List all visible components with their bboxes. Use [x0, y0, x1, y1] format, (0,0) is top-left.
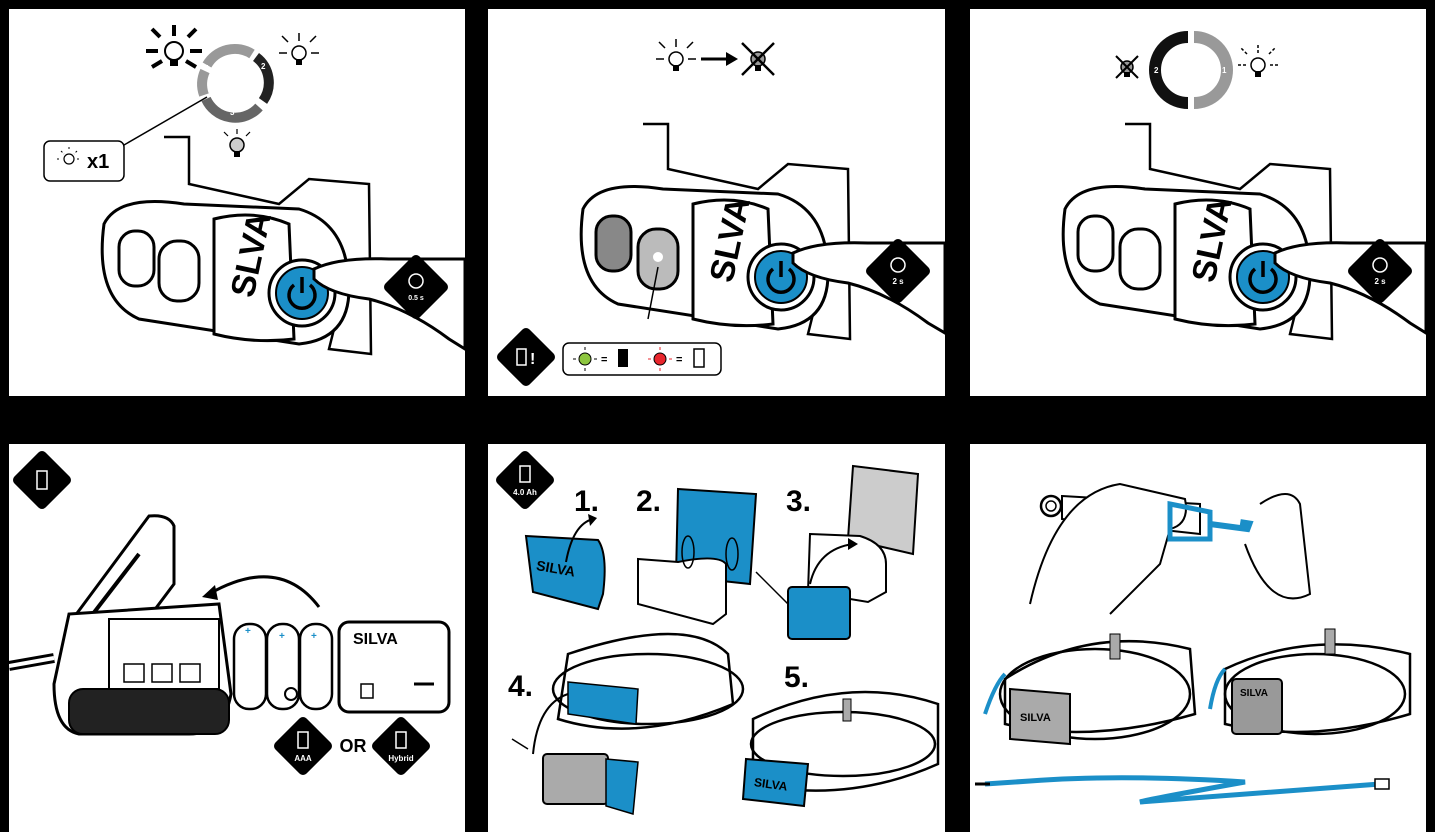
- power-icon: [1248, 267, 1278, 294]
- timer-label: 2 s: [1374, 277, 1386, 286]
- timer-label: 2 s: [892, 277, 904, 286]
- cycle-num-2: 2: [1154, 66, 1159, 75]
- panel-headband-attach: SILVA SILVA: [970, 444, 1426, 832]
- bulb-blink-icon: [1238, 45, 1278, 77]
- headlamp-illustration: SLVA: [100, 135, 465, 356]
- panel-power-off: SLVA 2 s ! = =: [488, 9, 945, 396]
- panel-battery-options: + + + SILVA AAA OR Hybrid: [9, 444, 465, 832]
- timer-badge: 2 s: [1348, 239, 1412, 303]
- green-led-icon: [578, 352, 592, 366]
- hands-attach-illustration: [1029, 482, 1312, 615]
- clock-icon: [1372, 257, 1388, 273]
- svg-text:!: !: [530, 351, 535, 368]
- or-label: OR: [340, 736, 367, 756]
- step-5: 5.: [784, 661, 809, 694]
- blink-cycle-ring: 2 1: [1149, 31, 1233, 109]
- cycle-num-1: 1: [205, 64, 210, 73]
- battery-empty-icon: [693, 348, 705, 368]
- battery-cover: [1009, 687, 1071, 746]
- panel-battery-pack-install: 4.0 Ah 1. 2. 3. 4. 5. SILVA: [488, 444, 945, 832]
- arrow-insert-icon: [208, 575, 321, 608]
- red-led-icon: [653, 352, 667, 366]
- battery-warning-badge: !: [497, 328, 555, 386]
- step-3: 3.: [786, 485, 811, 518]
- battery-icon: [519, 465, 531, 483]
- bulb-blink-icon: [63, 153, 75, 165]
- clock-icon: [408, 273, 424, 289]
- bulb-low-icon: [223, 129, 251, 157]
- battery-icon: [516, 348, 527, 366]
- bulb-high-icon: [146, 25, 202, 69]
- battery-cover: [741, 757, 810, 808]
- hybrid-label: Hybrid: [388, 754, 413, 763]
- battery-icon: [36, 470, 48, 490]
- svg-text:+: +: [311, 631, 317, 642]
- cover-brand: SILVA: [1020, 712, 1051, 724]
- cycle-num-3: 3: [230, 108, 235, 117]
- pack-brand: SILVA: [1240, 688, 1268, 699]
- step-2: 2.: [636, 485, 661, 518]
- red-equals: =: [676, 354, 682, 366]
- battery-brand: SILVA: [353, 631, 398, 648]
- mode-multiplier: x1: [87, 151, 109, 173]
- mode-cycle-ring: 1 2 3: [197, 43, 274, 123]
- step5-headband-assembled: SILVA: [741, 690, 940, 808]
- panel-mode-cycle: 1 2 3 x1 SLVA: [9, 9, 465, 396]
- power-icon: [287, 283, 317, 310]
- cycle-num-2: 2: [261, 62, 266, 71]
- hybrid-badge: Hybrid: [372, 717, 430, 775]
- battery-compartment: [52, 514, 233, 736]
- battery-badge: [13, 451, 71, 509]
- clock-icon: [890, 257, 906, 273]
- headband-with-cover: SILVA: [983, 633, 1197, 746]
- headlamp-illustration: SLVA: [1061, 122, 1426, 341]
- cover-brand: SILVA: [535, 557, 576, 580]
- battery-full-icon: [618, 349, 628, 367]
- cover-brand-5: SILVA: [753, 775, 789, 794]
- power-icon: [766, 267, 796, 294]
- battery-icon: [297, 731, 309, 749]
- aaa-badge: AAA: [274, 717, 332, 775]
- cycle-num-1: 1: [1222, 66, 1227, 75]
- green-equals: =: [601, 354, 607, 366]
- step4-headband: [511, 632, 745, 815]
- step-1: 1.: [574, 485, 599, 518]
- extension-cable: [975, 775, 1390, 805]
- battery-indicator-box: = =: [562, 342, 722, 376]
- battery-pack: [1231, 678, 1283, 735]
- step3-insert-pack: [755, 464, 920, 640]
- arrow-right-icon: [701, 52, 738, 66]
- bulb-on-icon: [656, 39, 696, 71]
- battery-capacity-badge: 4.0 Ah: [496, 451, 554, 509]
- bulb-off-icon: [1115, 55, 1139, 79]
- step-4: 4.: [508, 670, 533, 703]
- svg-text:+: +: [279, 631, 285, 642]
- battery-icon: [395, 731, 407, 749]
- step1-cover: SILVA: [524, 514, 606, 611]
- buckle: [1167, 500, 1213, 542]
- light-grille: [68, 688, 230, 735]
- battery-pack: [542, 753, 609, 805]
- aaa-batteries: + + +: [232, 622, 334, 711]
- aaa-label: AAA: [294, 754, 312, 763]
- bulb-medium-icon: [279, 33, 319, 65]
- hybrid-battery-pack: SILVA: [337, 620, 451, 714]
- mode-callout-box: x1: [43, 140, 125, 182]
- capacity-label: 4.0 Ah: [513, 488, 537, 497]
- battery-pack: [787, 586, 851, 640]
- panel-blink-mode: 2 1 SLVA 2 s: [970, 9, 1426, 396]
- bulb-off-icon: [741, 42, 775, 76]
- timer-label: 0.5 s: [408, 295, 424, 302]
- step2-open-cover: [637, 487, 758, 626]
- timer-badge: 0.5 s: [384, 255, 448, 319]
- headband-with-pack: SILVA: [1208, 628, 1412, 736]
- headlamp-illustration: SLVA: [579, 122, 945, 341]
- timer-badge: 2 s: [866, 239, 930, 303]
- svg-text:+: +: [245, 626, 251, 637]
